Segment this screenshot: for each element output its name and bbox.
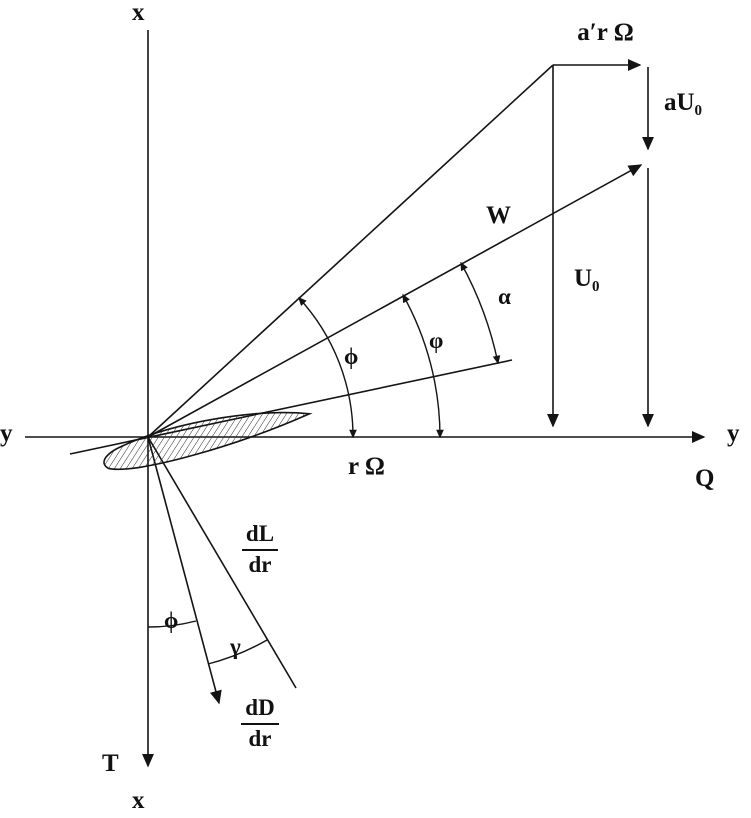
- phi-flow-angle-label: φ: [429, 328, 444, 353]
- drag-denominator: dr: [248, 726, 272, 752]
- drag-per-span-label: dD dr: [234, 695, 286, 753]
- lift-denominator: dr: [248, 552, 272, 578]
- alpha-angle-label: α: [498, 284, 511, 309]
- x-axis-bottom-label: x: [132, 787, 145, 814]
- phi-flow-arc: [402, 293, 444, 439]
- gamma-angle-label: γ: [230, 634, 241, 659]
- drag-numerator: dD: [241, 695, 279, 726]
- resultant-force-arrow: [147, 436, 222, 705]
- phi-lower-arc: [147, 620, 197, 628]
- phi-blade-arc: [298, 296, 357, 439]
- w-vector-line: [147, 164, 643, 438]
- a-u0-label: aU₀: [664, 89, 703, 116]
- lift-numerator: dL: [241, 521, 279, 552]
- x-axis-top-label: x: [132, 0, 145, 26]
- lift-line: [147, 436, 297, 689]
- phi-blade-angle-label: ϕ: [344, 344, 359, 369]
- u0-label: U₀: [574, 265, 600, 292]
- phi-lower-angle-label: ϕ: [164, 608, 179, 633]
- alpha-arc: [460, 261, 501, 365]
- r-omega-label: r Ω: [348, 453, 385, 480]
- y-axis-right-label: y: [727, 420, 740, 447]
- airfoil: [103, 411, 313, 471]
- thrust-label: T: [102, 750, 119, 777]
- a-prime-r-omega-label: a′r Ω: [577, 19, 634, 46]
- w-vector-label: W: [486, 202, 511, 229]
- y-axis-left-label: y: [0, 420, 13, 447]
- gamma-arc: [207, 639, 268, 665]
- torque-label: Q: [695, 465, 715, 492]
- blade-relative-line: [147, 64, 554, 438]
- lift-per-span-label: dL dr: [234, 521, 286, 579]
